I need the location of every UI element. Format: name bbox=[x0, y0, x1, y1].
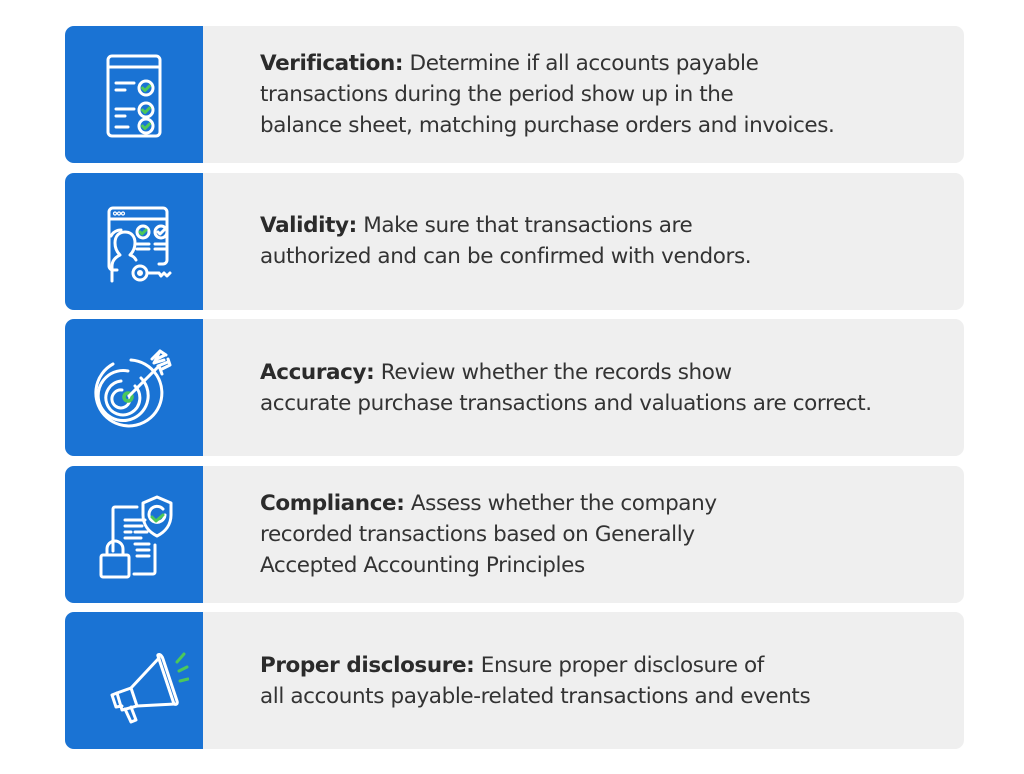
icon-panel bbox=[65, 26, 203, 163]
card-compliance: Compliance: Assess whether the company r… bbox=[65, 465, 964, 603]
checklist-icon bbox=[106, 54, 162, 137]
card-accuracy: Accuracy: Review whether the records sho… bbox=[65, 319, 964, 456]
card-text: Accuracy: Review whether the records sho… bbox=[203, 319, 872, 456]
item-description: transactions during the period show up i… bbox=[260, 82, 734, 107]
item-description: balance sheet, matching purchase orders … bbox=[260, 113, 835, 138]
item-description: Assess whether the company bbox=[404, 490, 717, 516]
item-title: Compliance: bbox=[260, 490, 405, 516]
audit-objectives-list: Verification: Determine if all accounts … bbox=[65, 26, 964, 759]
card-text: Proper disclosure: Ensure proper disclos… bbox=[203, 612, 811, 749]
card-validity: Validity: Make sure that transactions ar… bbox=[65, 172, 964, 310]
card-proper-disclosure: Proper disclosure: Ensure proper disclos… bbox=[65, 612, 964, 749]
item-description: accurate purchase transactions and valua… bbox=[260, 390, 872, 416]
item-description: Accepted Accounting Principles bbox=[260, 552, 585, 578]
item-description: all accounts payable-related transaction… bbox=[260, 683, 811, 709]
item-description: Review whether the records show bbox=[374, 359, 732, 385]
card-text: Compliance: Assess whether the company r… bbox=[203, 466, 717, 603]
item-description: Determine if all accounts payable bbox=[403, 51, 759, 76]
user-key-authorization-icon bbox=[107, 206, 172, 283]
item-title: Verification: bbox=[260, 51, 404, 76]
document-shield-lock-icon bbox=[99, 495, 173, 579]
icon-panel bbox=[65, 612, 203, 749]
megaphone-icon bbox=[110, 652, 189, 723]
item-description: authorized and can be confirmed with ven… bbox=[260, 244, 752, 269]
item-description: Ensure proper disclosure of bbox=[474, 652, 765, 678]
target-arrow-icon bbox=[94, 349, 172, 427]
item-description: Make sure that transactions are bbox=[356, 213, 693, 238]
icon-panel bbox=[65, 172, 203, 310]
item-title: Proper disclosure: bbox=[260, 652, 475, 678]
item-description: recorded transactions based on Generally bbox=[260, 521, 695, 547]
item-title: Accuracy: bbox=[260, 359, 375, 385]
card-text: Verification: Determine if all accounts … bbox=[203, 26, 835, 163]
icon-panel bbox=[65, 465, 203, 603]
item-title: Validity: bbox=[260, 213, 357, 238]
icon-panel bbox=[65, 319, 203, 456]
card-verification: Verification: Determine if all accounts … bbox=[65, 26, 964, 163]
card-text: Validity: Make sure that transactions ar… bbox=[203, 173, 752, 310]
